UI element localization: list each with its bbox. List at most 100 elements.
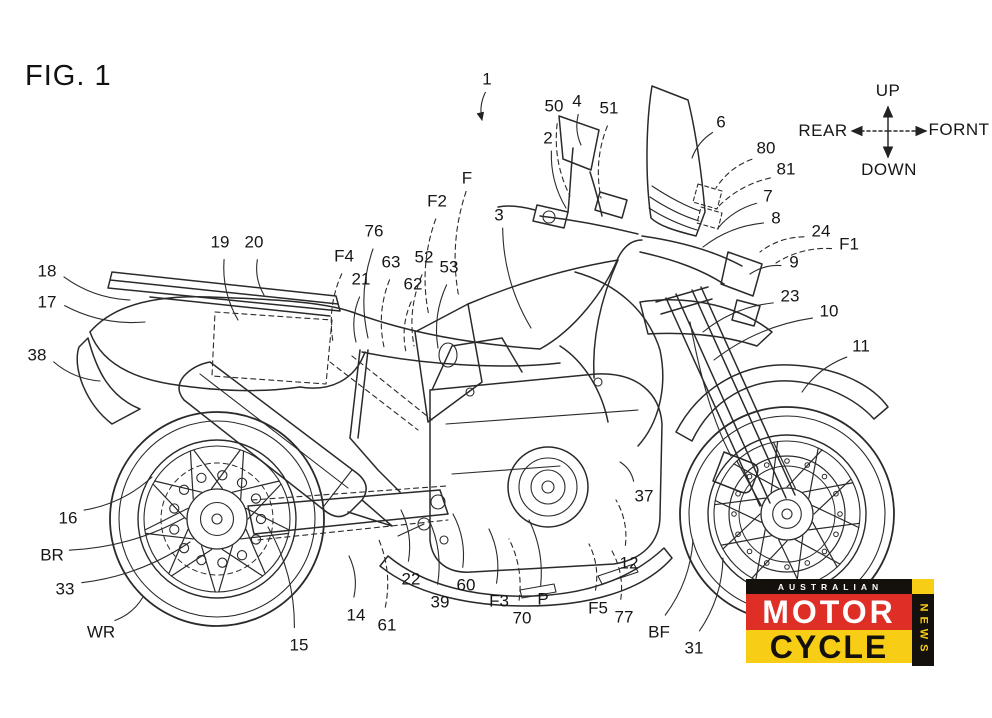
- callout-70: 70: [512, 608, 532, 628]
- leader-3: [502, 227, 532, 329]
- frame-and-engine: [379, 303, 673, 607]
- leader-63: [380, 279, 391, 348]
- callout-37: 37: [634, 486, 654, 506]
- rear-wheel: [109, 411, 325, 627]
- leader-10: [713, 317, 813, 361]
- compass-rear-label: REAR: [798, 121, 848, 140]
- callout-19: 19: [210, 232, 230, 252]
- leader-52: [411, 274, 423, 347]
- leader-15: [267, 526, 295, 629]
- callout-76: 76: [364, 221, 384, 241]
- callout-51: 51: [599, 98, 619, 118]
- callout-22: 22: [401, 569, 421, 589]
- callout-F3: F3: [489, 591, 509, 611]
- logo-news-bar: NEWS: [912, 594, 934, 666]
- leader-WR: [114, 596, 144, 622]
- callout-18: 18: [37, 261, 57, 281]
- leader-24: [759, 236, 805, 253]
- compass-cross: [850, 105, 928, 159]
- callout-2: 2: [543, 128, 553, 148]
- callout-1: 1: [482, 69, 492, 89]
- exhaust-muffler: [178, 361, 393, 527]
- leader-11: [801, 356, 848, 393]
- callout-7: 7: [763, 186, 773, 206]
- callout-11: 11: [852, 336, 870, 356]
- callout-63: 63: [381, 252, 401, 272]
- callout-4: 4: [572, 91, 582, 111]
- leader-F2: [424, 218, 437, 317]
- front-end: [497, 85, 889, 507]
- leader-6: [691, 131, 714, 159]
- callout-BR: BR: [40, 545, 64, 565]
- leader-62: [403, 301, 412, 353]
- leader-81: [715, 177, 771, 210]
- leader-53: [435, 284, 448, 349]
- callout-F4: F4: [334, 246, 354, 266]
- callout-39: 39: [430, 592, 450, 612]
- leader-17: [64, 305, 146, 324]
- callout-33: 33: [55, 579, 75, 599]
- leader-4: [576, 113, 582, 146]
- callout-20: 20: [244, 232, 264, 252]
- compass-up-label: UP: [875, 81, 901, 100]
- callout-81: 81: [776, 159, 796, 179]
- logo-motor-text: MOTOR: [746, 594, 912, 630]
- callout-9: 9: [789, 252, 799, 272]
- leader-F: [454, 190, 467, 299]
- leader-BF: [664, 539, 694, 616]
- callout-24: 24: [811, 221, 831, 241]
- callout-38: 38: [27, 345, 47, 365]
- leader-70: [508, 538, 521, 601]
- leader-F3: [488, 528, 499, 584]
- leader-39: [428, 519, 440, 585]
- leader-BR: [68, 517, 185, 551]
- swingarm: [247, 349, 449, 541]
- leader-1: [476, 91, 486, 122]
- leader-F4: [330, 273, 343, 343]
- leader-37: [619, 461, 635, 482]
- leader-2: [550, 150, 567, 209]
- callout-31: 31: [684, 638, 704, 658]
- leader-19: [223, 258, 239, 321]
- rear-bodywork: [76, 271, 433, 431]
- callout-62: 62: [403, 274, 423, 294]
- callout-12: 12: [619, 553, 639, 573]
- leader-F5: [588, 543, 598, 591]
- compass-front-label: FORNT: [928, 120, 990, 139]
- callout-60: 60: [456, 575, 476, 595]
- callout-52: 52: [414, 247, 434, 267]
- leader-38: [53, 361, 101, 382]
- leader-P: [528, 519, 542, 587]
- leader-60: [452, 513, 465, 568]
- magazine-logo: AUSTRALIAN MOTOR CYCLE NEWS: [746, 579, 934, 666]
- leader-21: [353, 296, 361, 343]
- leader-76: [363, 248, 374, 339]
- leader-51: [597, 125, 608, 199]
- logo-side-block: NEWS: [912, 579, 934, 666]
- leader-61: [378, 539, 389, 608]
- callout-WR: WR: [86, 622, 116, 642]
- logo-news-text: NEWS: [917, 603, 929, 657]
- callout-61: 61: [377, 615, 397, 635]
- logo-australian-bar: AUSTRALIAN: [746, 579, 912, 594]
- leader-9: [749, 264, 782, 275]
- callout-BF: BF: [648, 622, 670, 642]
- leader-F1: [775, 247, 833, 264]
- callout-F2: F2: [427, 191, 447, 211]
- leader-33: [81, 541, 191, 584]
- leader-77: [611, 550, 623, 600]
- leader-8: [702, 222, 765, 248]
- callout-P: P: [537, 589, 549, 609]
- logo-yellow-square: [912, 579, 934, 594]
- callout-14: 14: [346, 605, 366, 625]
- callout-21: 21: [351, 269, 371, 289]
- leader-31: [698, 557, 724, 632]
- callout-50: 50: [544, 96, 564, 116]
- compass-down-label: DOWN: [861, 160, 917, 179]
- callout-leader-lines: [53, 91, 848, 632]
- callout-15: 15: [289, 635, 309, 655]
- logo-main-block: AUSTRALIAN MOTOR CYCLE: [746, 579, 912, 663]
- seat-and-tank: [299, 239, 664, 447]
